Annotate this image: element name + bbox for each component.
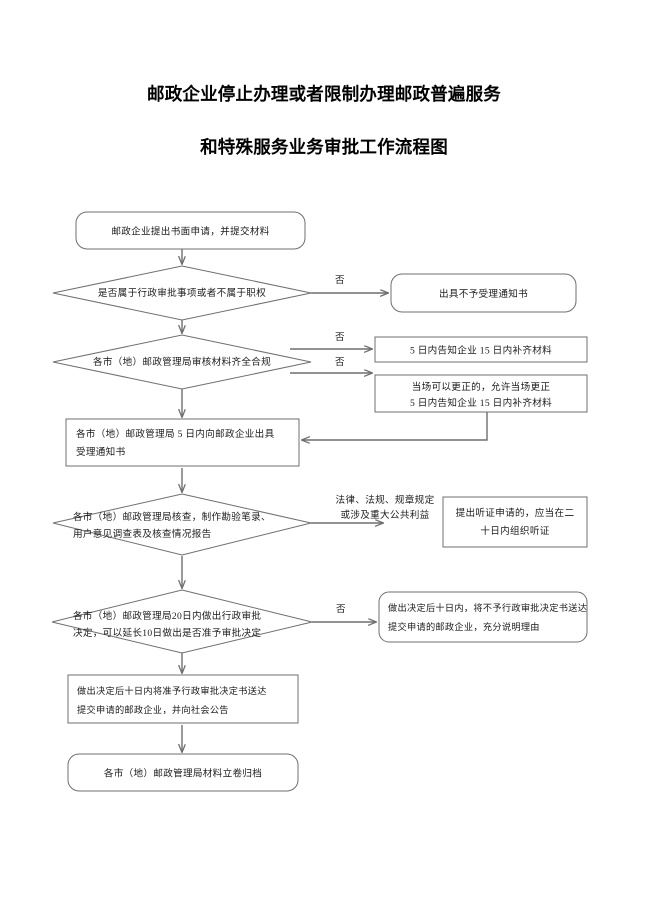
node-notify-5-days: 5 日内告知企业 15 日内补齐材料 — [374, 336, 588, 363]
edge-correction-feedback — [302, 411, 488, 440]
node-deliver-approval: 做出决定后十日内将准予行政审批决定书送达 提交申请的邮政企业，并向社会公告 — [67, 674, 299, 724]
node-decision-approval: 各市（地）邮政管理局20日内做出行政审批 决定，可以延长10日做出是否准予审批决… — [51, 589, 313, 654]
decision-approval-line-2: 决定，可以延长10日做出是否准予审批决定 — [73, 627, 261, 639]
correct-on-site-shape — [374, 374, 588, 413]
deliver-rejection-shape — [378, 591, 588, 643]
decision-approval-line-1: 各市（地）邮政管理局20日内做出行政审批 — [73, 610, 261, 622]
hearing-line-1: 提出听证申请的，应当在二 — [456, 507, 575, 519]
issue-acceptance-shape — [65, 418, 300, 467]
label-materials-no-1: 否 — [335, 332, 345, 343]
deliver-rejection-line-1: 做出决定后十日内，将不予行政审批决定书送达 — [388, 602, 587, 613]
archive-shape — [67, 753, 299, 792]
label-approval-no: 否 — [336, 604, 346, 615]
notice-reject-shape — [390, 273, 577, 313]
node-hearing: 提出听证申请的，应当在二 十日内组织听证 — [442, 496, 588, 548]
hearing-line-2: 十日内组织听证 — [480, 525, 549, 537]
deliver-approval-line-2: 提交申请的邮政企业，并向社会公告 — [77, 704, 229, 715]
node-correct-on-site: 当场可以更正的，允许当场更正 5 日内告知企业 15 日内补齐材料 — [374, 374, 588, 413]
verification-shape — [52, 493, 312, 556]
issue-acceptance-line-1: 各市（地）邮政管理局 5 日内向邮政企业出具 — [76, 428, 275, 440]
deliver-approval-line-1: 做出决定后十日内将准予行政审批决定书送达 — [77, 685, 267, 696]
node-issue-acceptance: 各市（地）邮政管理局 5 日内向邮政企业出具 受理通知书 — [65, 418, 300, 467]
verification-line-1: 各市（地）邮政管理局核查，制作勘验笔录、 — [73, 511, 271, 523]
node-archive: 各市（地）邮政管理局材料立卷归档 — [67, 753, 299, 792]
decision-materials-shape — [52, 334, 312, 390]
deliver-rejection-line-2: 提交申请的邮政企业，充分说明理由 — [388, 621, 540, 632]
notice-reject-label: 出具不予受理通知书 — [439, 288, 528, 300]
verification-line-2: 用户意见调查表及核查情况报告 — [73, 528, 212, 540]
archive-label: 各市（地）邮政管理局材料立卷归档 — [104, 768, 262, 780]
label-materials-no-2: 否 — [335, 357, 345, 368]
label-jurisdiction-no: 否 — [335, 275, 345, 286]
start-label: 邮政企业提出书面申请，并提交材料 — [111, 226, 269, 238]
decision-materials-label: 各市（地）邮政管理局审核材料齐全合规 — [93, 356, 271, 368]
notify-5-days-label: 5 日内告知企业 15 日内补齐材料 — [410, 345, 552, 357]
node-deliver-rejection: 做出决定后十日内，将不予行政审批决定书送达 提交申请的邮政企业，充分说明理由 — [378, 591, 588, 643]
hearing-shape — [442, 496, 588, 548]
issue-acceptance-line-2: 受理通知书 — [76, 446, 126, 458]
correct-on-site-line-1: 当场可以更正的，允许当场更正 — [412, 381, 551, 393]
label-legal-interest-line-2: 或涉及重大公共利益 — [340, 509, 429, 521]
connectors — [182, 248, 488, 752]
node-notice-reject: 出具不予受理通知书 — [390, 273, 577, 313]
node-start: 邮政企业提出书面申请，并提交材料 — [75, 211, 306, 250]
label-legal-interest-line-1: 法律、法规、规章规定 — [336, 494, 435, 506]
deliver-approval-shape — [67, 674, 299, 724]
title-line-1: 邮政企业停止办理或者限制办理邮政普遍服务 — [147, 84, 501, 104]
decision-approval-shape — [51, 589, 313, 654]
decision-jurisdiction-shape — [52, 265, 312, 321]
node-verification: 各市（地）邮政管理局核查，制作勘验笔录、 用户意见调查表及核查情况报告 — [52, 493, 312, 556]
page-title: 邮政企业停止办理或者限制办理邮政普遍服务 和特殊服务业务审批工作流程图 — [0, 84, 648, 158]
title-line-2: 和特殊服务业务审批工作流程图 — [200, 137, 448, 157]
decision-jurisdiction-label: 是否属于行政审批事项或者不属于职权 — [98, 287, 266, 299]
notify-5-days-shape — [374, 336, 588, 363]
node-decision-materials: 各市（地）邮政管理局审核材料齐全合规 — [52, 334, 312, 390]
start-shape — [75, 211, 306, 250]
correct-on-site-line-2: 5 日内告知企业 15 日内补齐材料 — [410, 397, 552, 409]
node-decision-jurisdiction: 是否属于行政审批事项或者不属于职权 — [52, 265, 312, 321]
